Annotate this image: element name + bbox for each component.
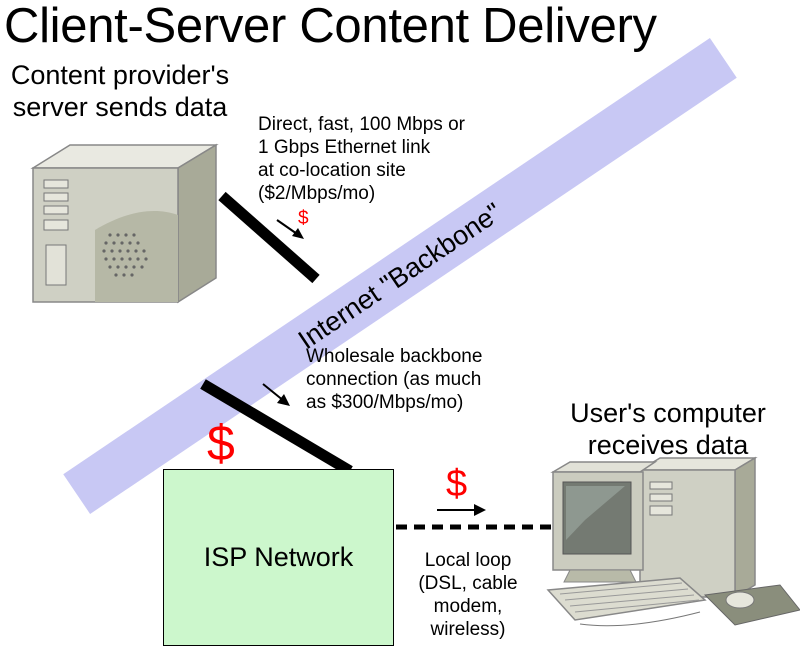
dollar-colocation: $: [298, 208, 309, 229]
colocation-caption-line: at co-location site: [258, 160, 406, 181]
isp-network-label: ISP Network: [203, 542, 354, 572]
user-caption-line: User's computer: [570, 398, 766, 428]
colocation-link-caption: Direct, fast, 100 Mbps or 1 Gbps Etherne…: [258, 113, 465, 205]
wholesale-link-line: [200, 379, 353, 476]
user-caption-line: receives data: [587, 430, 749, 460]
wholesale-caption-line: connection (as much: [306, 369, 482, 390]
wholesale-caption-line: Wholesale backbone: [306, 346, 483, 367]
local-loop-caption: Local loop (DSL, cable modem, wireless): [408, 549, 528, 641]
isp-network-box: ISP Network: [163, 469, 394, 646]
arrow-colocation-icon: [276, 219, 304, 239]
local-loop-caption-line: (DSL, cable: [418, 573, 518, 594]
local-loop-caption-line: modem,: [433, 596, 503, 617]
server-caption-line: server sends data: [12, 92, 228, 122]
server-tower-icon: [30, 143, 219, 304]
desktop-computer-icon: [546, 456, 800, 627]
arrow-local-loop-icon: [437, 504, 486, 516]
colocation-link-line: [218, 191, 320, 284]
dollar-wholesale: $: [207, 415, 235, 471]
colocation-caption-line: 1 Gbps Ethernet link: [258, 137, 431, 158]
wholesale-caption-line: as $300/Mbps/mo): [306, 392, 464, 413]
local-loop-caption-line: wireless): [430, 619, 506, 640]
arrow-wholesale-icon: [262, 383, 290, 406]
server-caption: Content provider's server sends data: [0, 59, 240, 123]
colocation-caption-line: Direct, fast, 100 Mbps or: [258, 114, 465, 135]
local-loop-caption-line: Local loop: [424, 550, 512, 571]
server-caption-line: Content provider's: [10, 60, 230, 90]
user-caption: User's computer receives data: [548, 397, 788, 461]
dollar-local-loop: $: [446, 463, 468, 505]
wholesale-link-caption: Wholesale backbone connection (as much a…: [306, 345, 482, 414]
page-title: Client-Server Content Delivery: [4, 0, 657, 53]
colocation-caption-line: ($2/Mbps/mo): [258, 183, 376, 204]
